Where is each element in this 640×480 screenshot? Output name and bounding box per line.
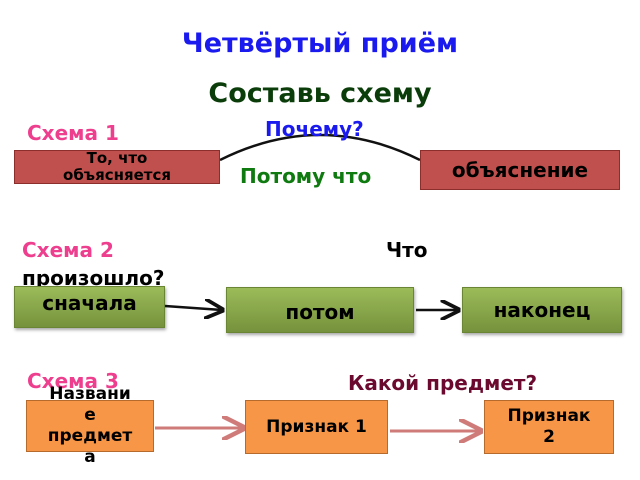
scheme1-question: Почему? (265, 117, 364, 141)
scheme3-box-feature2: Признак 2 (484, 400, 614, 454)
scheme2-box-first: сначала (14, 286, 165, 328)
scheme3-box-name-line2: е (84, 405, 96, 425)
scheme3-question: Какой предмет? (348, 371, 538, 395)
scheme3-box-name-line4: а (84, 447, 96, 467)
scheme2-box-finally: наконец (462, 287, 622, 333)
scheme3-box-name-line3: предмет (47, 426, 133, 446)
scheme3-box-name: Названи е предмет а (26, 384, 154, 467)
page-subtitle: Составь схему (208, 78, 432, 109)
scheme1-connector-text: Потому что (240, 164, 372, 188)
scheme1-box-right: объяснение (420, 150, 620, 190)
scheme2-arrow-1 (164, 306, 222, 310)
scheme1-box-left: То, что объясняется (14, 150, 220, 184)
scheme1-arc (219, 133, 421, 162)
page-title: Четвёртый приём (181, 28, 459, 59)
scheme1-label: Схема 1 (27, 121, 119, 145)
scheme3-box-name-line1: Названи (49, 384, 131, 404)
scheme2-box-then: потом (226, 287, 414, 333)
scheme3-label: Схема 3 (27, 369, 119, 393)
scheme2-question-line1: Что (386, 238, 428, 262)
scheme3-box-feature2-line1: Признак (507, 406, 591, 426)
scheme3-box-feature1: Признак 1 (245, 400, 388, 454)
scheme3-box-feature2-line2: 2 (543, 427, 555, 447)
scheme2-label: Схема 2 (22, 238, 114, 262)
